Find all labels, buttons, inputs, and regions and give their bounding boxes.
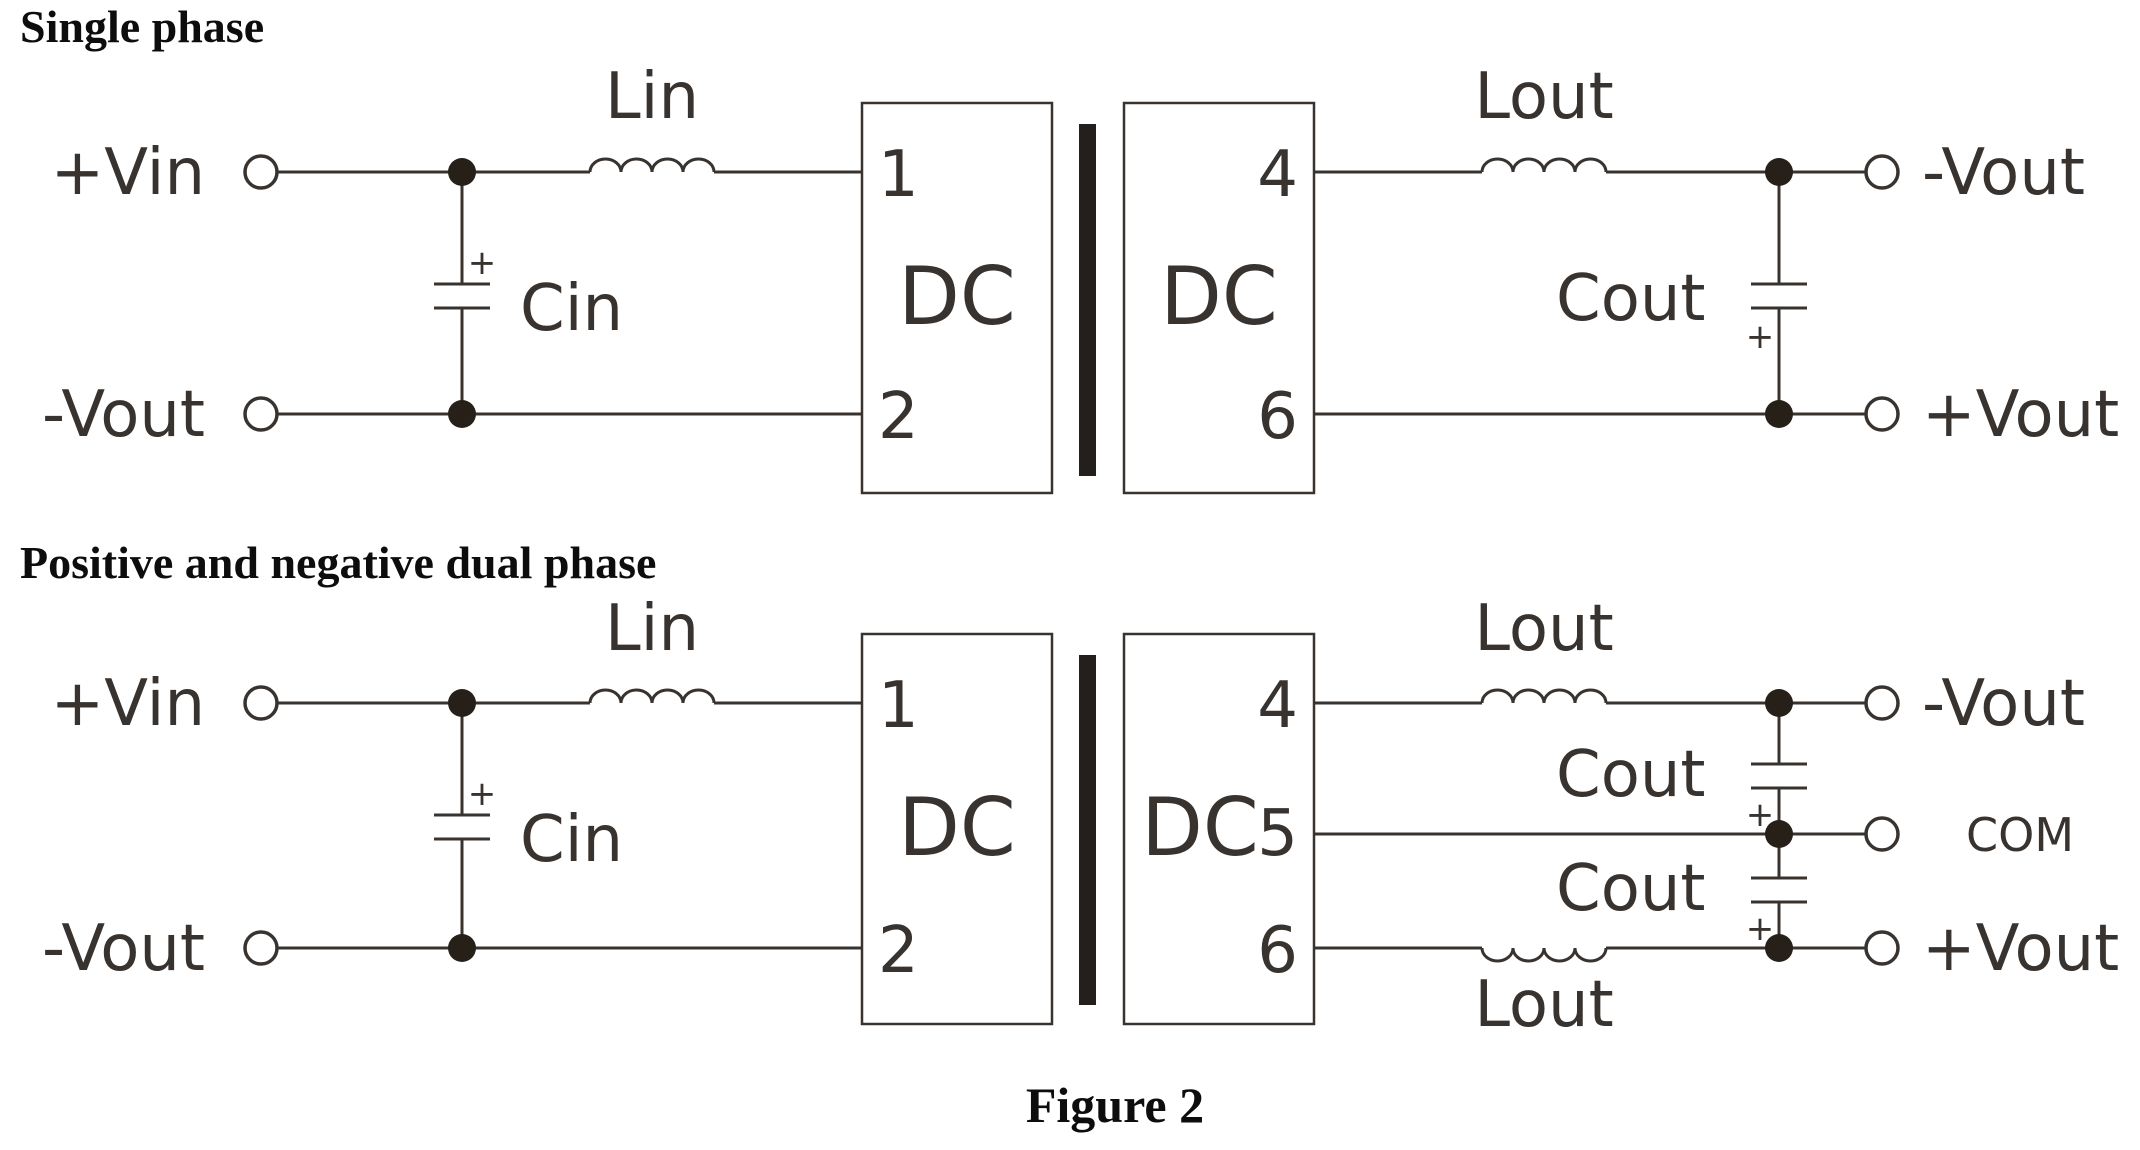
junction-dot	[1765, 820, 1793, 848]
junction-dot	[1765, 689, 1793, 717]
pin-2-label: 2	[878, 380, 919, 454]
single-phase-title: Single phase	[20, 1, 264, 52]
vout-negative-label: -Vout	[1922, 667, 2085, 741]
vout-negative-terminal	[1864, 685, 1900, 721]
vout-positive-label: +Vout	[1922, 378, 2119, 452]
junction-dot	[448, 158, 476, 186]
vout-negative-label: -Vout	[1922, 136, 2085, 210]
lout-bottom-label: Lout	[1474, 968, 1613, 1042]
vin-positive-label: +Vin	[51, 136, 205, 210]
pin-1-label: 1	[878, 669, 919, 743]
lin-inductor	[588, 157, 716, 173]
dc-secondary-label: DC	[1160, 250, 1277, 343]
dc-primary-box	[860, 101, 1054, 495]
vin-negative-label: -Vout	[42, 378, 205, 452]
vin-negative-label: -Vout	[42, 912, 205, 986]
vin-negative-terminal	[243, 396, 279, 432]
figure-caption: Figure 2	[1026, 1077, 1204, 1133]
single-phase-circuit: Single phase +Vin -Vout Lin + Cin 1 DC 2…	[20, 1, 2119, 495]
pin-4-label: 4	[1257, 138, 1298, 212]
vout-positive-label: +Vout	[1922, 912, 2119, 986]
cin-polarity-sign: +	[468, 774, 497, 814]
junction-dot	[1765, 400, 1793, 428]
cout-bottom-label: Cout	[1556, 852, 1706, 926]
lout-label: Lout	[1474, 60, 1613, 134]
transformer-isolation-bar	[1079, 124, 1096, 476]
vout-positive-terminal	[1864, 396, 1900, 432]
dc-secondary-box	[1122, 632, 1316, 1026]
cout-top-label: Cout	[1556, 738, 1706, 812]
pin-2-label: 2	[878, 914, 919, 988]
cout-label: Cout	[1556, 262, 1706, 336]
vin-positive-label: +Vin	[51, 667, 205, 741]
lin-inductor	[588, 688, 716, 704]
lin-label: Lin	[605, 592, 699, 666]
junction-dot	[448, 400, 476, 428]
junction-dot	[448, 689, 476, 717]
junction-dot	[1765, 158, 1793, 186]
dc-primary-box	[860, 632, 1054, 1026]
lout-top-inductor	[1480, 688, 1608, 704]
dc-primary-label: DC	[898, 781, 1015, 874]
pin-6-label: 6	[1257, 380, 1298, 454]
junction-dot	[1765, 934, 1793, 962]
com-label: COM	[1966, 808, 2074, 862]
pin-4-label: 4	[1257, 669, 1298, 743]
vin-positive-terminal	[243, 685, 279, 721]
cin-label: Cin	[520, 272, 623, 346]
transformer-isolation-bar	[1079, 655, 1096, 1005]
pin-6-label: 6	[1257, 914, 1298, 988]
dual-phase-circuit: Positive and negative dual phase +Vin -V…	[20, 537, 2119, 1042]
vout-positive-terminal	[1864, 930, 1900, 966]
dual-phase-title: Positive and negative dual phase	[20, 537, 656, 588]
cin-polarity-sign: +	[468, 243, 497, 283]
dc-secondary-box	[1122, 101, 1316, 495]
vin-positive-terminal	[243, 154, 279, 190]
vin-negative-terminal	[243, 930, 279, 966]
lout-inductor	[1480, 157, 1608, 173]
dc-secondary-label: DC	[1141, 781, 1258, 874]
lout-bottom-inductor	[1480, 947, 1608, 963]
cin-label: Cin	[520, 803, 623, 877]
cout-polarity-sign: +	[1746, 317, 1775, 357]
junction-dot	[448, 934, 476, 962]
dc-primary-label: DC	[898, 250, 1015, 343]
com-terminal	[1864, 816, 1900, 852]
lout-top-label: Lout	[1474, 592, 1613, 666]
pin-5-label: 5	[1257, 797, 1298, 871]
lin-label: Lin	[605, 60, 699, 134]
pin-1-label: 1	[878, 138, 919, 212]
vout-negative-terminal	[1864, 154, 1900, 190]
